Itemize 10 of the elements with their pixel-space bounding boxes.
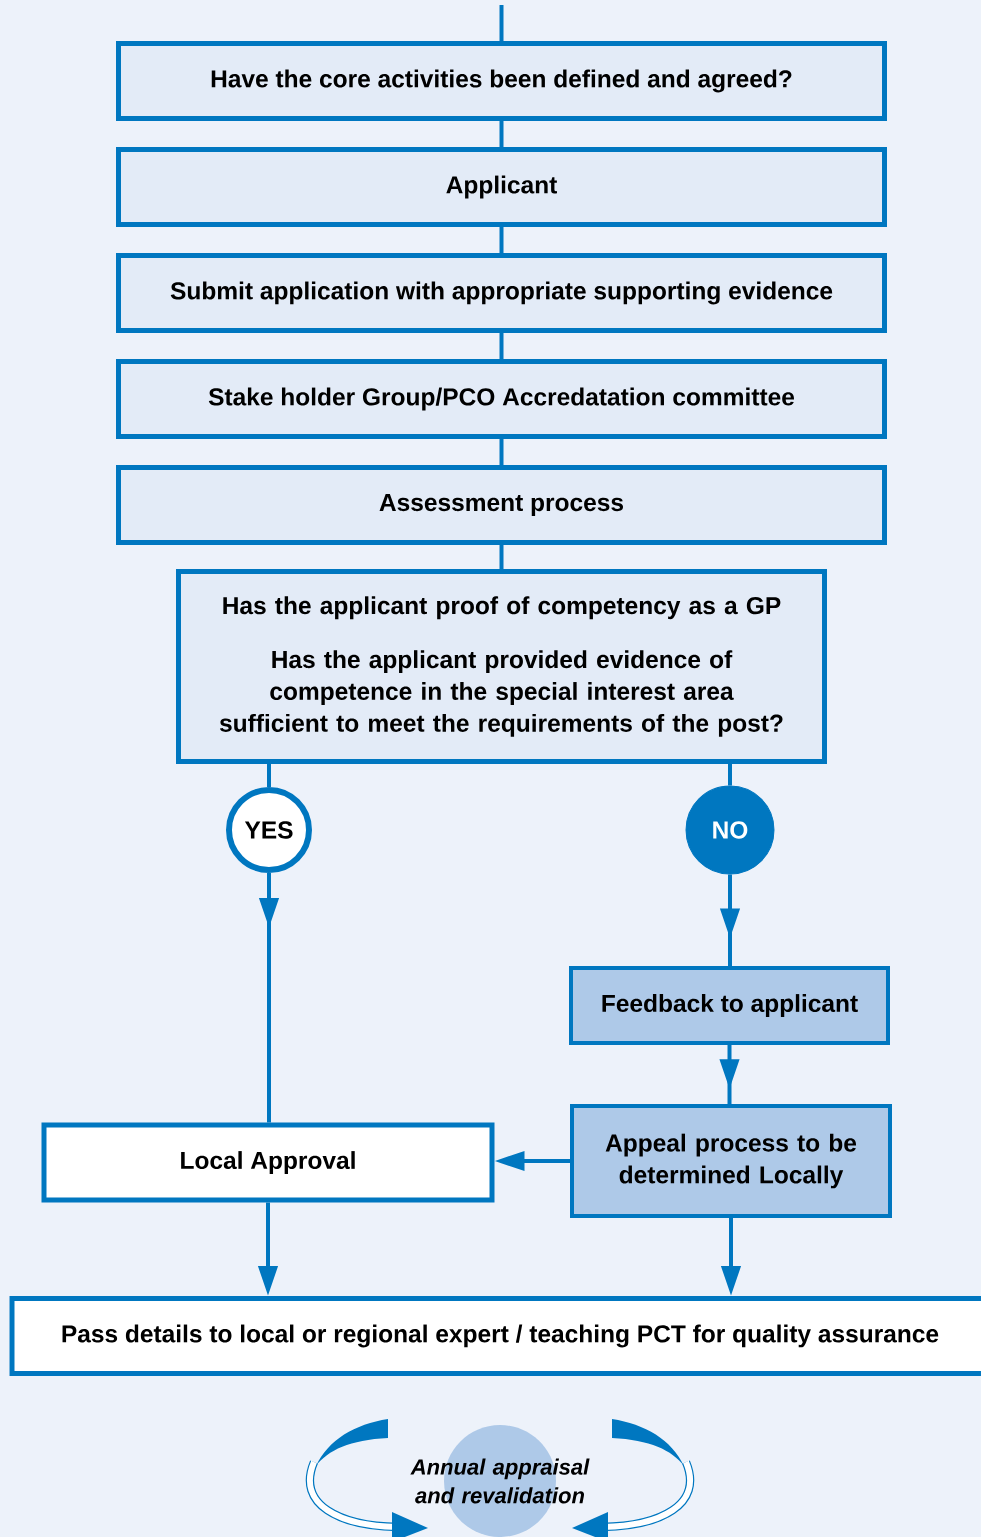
process-box: Appeal process to be determined Locally [570,1104,892,1218]
question-box: Has the applicant proof of competency as a GP Has the applicant provided evidence of competence in the special interest area sufficient to meet the requirements of the post? [176,569,827,764]
step-box: Stake holder Group/PCO Accredatation committee [116,359,887,439]
step-box: Applicant [116,147,887,227]
process-box: Pass details to local or regional expert / teaching PCT for quality assurance [9,1296,981,1376]
process-box: Feedback to applicant [569,966,890,1045]
step-box: Have the core activities been defined and agreed? [116,41,887,121]
process-box: Local Approval [41,1122,495,1203]
step-box: Assessment process [116,465,887,545]
step-box: Submit application with appropriate supporting evidence [116,253,887,333]
